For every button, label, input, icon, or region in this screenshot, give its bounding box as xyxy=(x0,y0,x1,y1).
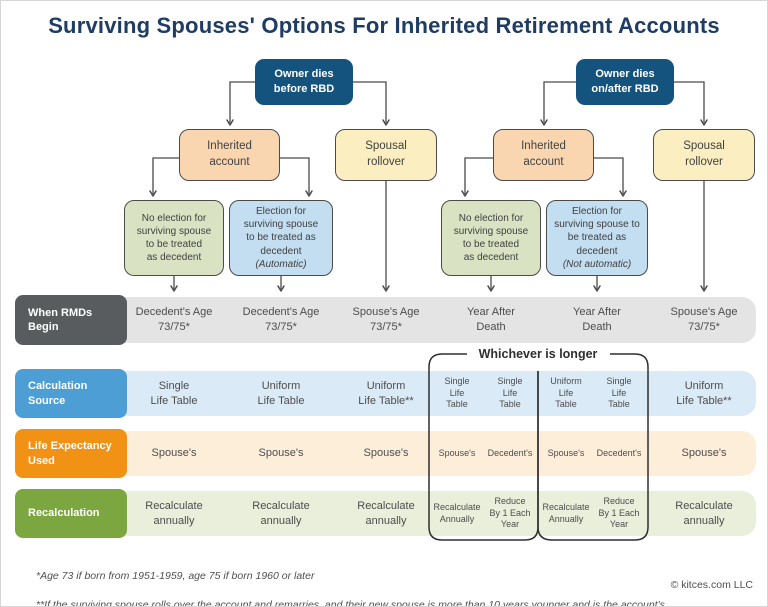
cell-calc-col5b: Single Life Table xyxy=(606,375,632,410)
cell-life-col1: Spouse's xyxy=(151,447,197,460)
cell-life-col4b: Decedent's xyxy=(487,447,533,458)
cell-life-col6: Spouse's xyxy=(681,447,727,460)
cell-rmds-col3: Spouse's Age 73/75* xyxy=(352,306,420,333)
cell-calc-col5a: Uniform Life Table xyxy=(550,375,582,410)
flow-box-owner-dies-before-rbd: Owner dies before RBD xyxy=(255,59,353,105)
cell-life-col2: Spouse's xyxy=(258,447,304,460)
row-label-calculation-source: Calculation Source xyxy=(15,369,127,418)
band-when-rmds-begin xyxy=(25,297,756,343)
arrow-root-right-to-inherited xyxy=(540,81,576,126)
cell-rmds-col5: Year After Death xyxy=(573,306,621,333)
cell-life-col4a: Spouse's xyxy=(438,447,476,458)
cell-recalc-col5b: Reduce By 1 Each Year xyxy=(598,495,640,530)
flow-box-no-election-right: No election for surviving spouse to be t… xyxy=(441,200,541,276)
cell-recalc-col4a: Recalculate Annually xyxy=(433,501,481,524)
cell-calc-col3: Uniform Life Table** xyxy=(358,379,414,407)
arrow-inherited-left-to-election xyxy=(280,157,313,197)
cell-recalc-col4b: Reduce By 1 Each Year xyxy=(489,495,531,530)
cell-rmds-col2: Decedent's Age 73/75* xyxy=(242,306,320,333)
arrow-inherited-right-to-no-election xyxy=(461,157,493,197)
cell-life-col3: Spouse's xyxy=(363,447,409,460)
row-label-recalculation: Recalculation xyxy=(15,489,127,538)
cell-calc-col4a: Single Life Table xyxy=(444,375,470,410)
arrow-root-right-to-spousal xyxy=(674,81,708,126)
cell-calc-col1: Single Life Table xyxy=(150,379,198,407)
cell-rmds-col4: Year After Death xyxy=(467,306,515,333)
cell-rmds-col1: Decedent's Age 73/75* xyxy=(135,306,213,333)
row-label-when-rmds-begin: When RMDs Begin xyxy=(15,295,127,345)
arrow-inherited-left-to-no-election xyxy=(149,157,179,197)
cell-calc-col4b: Single Life Table xyxy=(497,375,523,410)
whichever-is-longer-label: Whichever is longer xyxy=(478,347,598,361)
cell-recalc-col6: Recalculate annually xyxy=(675,499,733,527)
cell-calc-col6: Uniform Life Table** xyxy=(676,379,732,407)
flow-box-election-right: Election for surviving spouse to be trea… xyxy=(546,200,648,276)
footnote-1: *Age 73 if born from 1951-1959, age 75 i… xyxy=(36,569,315,582)
election-left-text: Election for surviving spouse to be trea… xyxy=(243,206,319,257)
flow-box-no-election-left: No election for surviving spouse to be t… xyxy=(124,200,224,276)
cell-recalc-col2: Recalculate annually xyxy=(252,499,310,527)
arrow-root-left-to-spousal xyxy=(353,81,390,126)
flow-box-spousal-rollover-right: Spousal rollover xyxy=(653,129,755,181)
flow-box-owner-dies-after-rbd: Owner dies on/after RBD xyxy=(576,59,674,105)
row-label-life-expectancy-used: Life Expectancy Used xyxy=(15,429,127,478)
copyright-text: © kitces.com LLC xyxy=(670,579,753,591)
footnote-2: **If the surviving spouse rolls over the… xyxy=(36,599,665,607)
cell-recalc-col1: Recalculate annually xyxy=(145,499,203,527)
election-right-text: Election for surviving spouse to be trea… xyxy=(554,206,640,257)
election-left-note: (Automatic) xyxy=(255,258,307,270)
election-right-note: (Not automatic) xyxy=(562,258,632,270)
cell-recalc-col3: Recalculate annually xyxy=(357,499,415,527)
cell-recalc-col5a: Recalculate Annually xyxy=(542,501,590,524)
cell-life-col5b: Decedent's xyxy=(596,447,642,458)
footnotes: *Age 73 if born from 1951-1959, age 75 i… xyxy=(36,554,665,607)
cell-life-col5a: Spouse's xyxy=(547,447,585,458)
page-title: Surviving Spouses' Options For Inherited… xyxy=(48,13,720,38)
cell-calc-col2: Uniform Life Table xyxy=(257,379,305,407)
arrow-inherited-right-to-election xyxy=(594,157,627,197)
cell-rmds-col6: Spouse's Age 73/75* xyxy=(670,306,738,333)
flow-box-inherited-account-left: Inherited account xyxy=(179,129,280,181)
arrow-root-left-to-inherited xyxy=(226,81,255,126)
flow-box-inherited-account-right: Inherited account xyxy=(493,129,594,181)
flow-box-spousal-rollover-left: Spousal rollover xyxy=(335,129,437,181)
flow-box-election-left: Election for surviving spouse to be trea… xyxy=(229,200,333,276)
